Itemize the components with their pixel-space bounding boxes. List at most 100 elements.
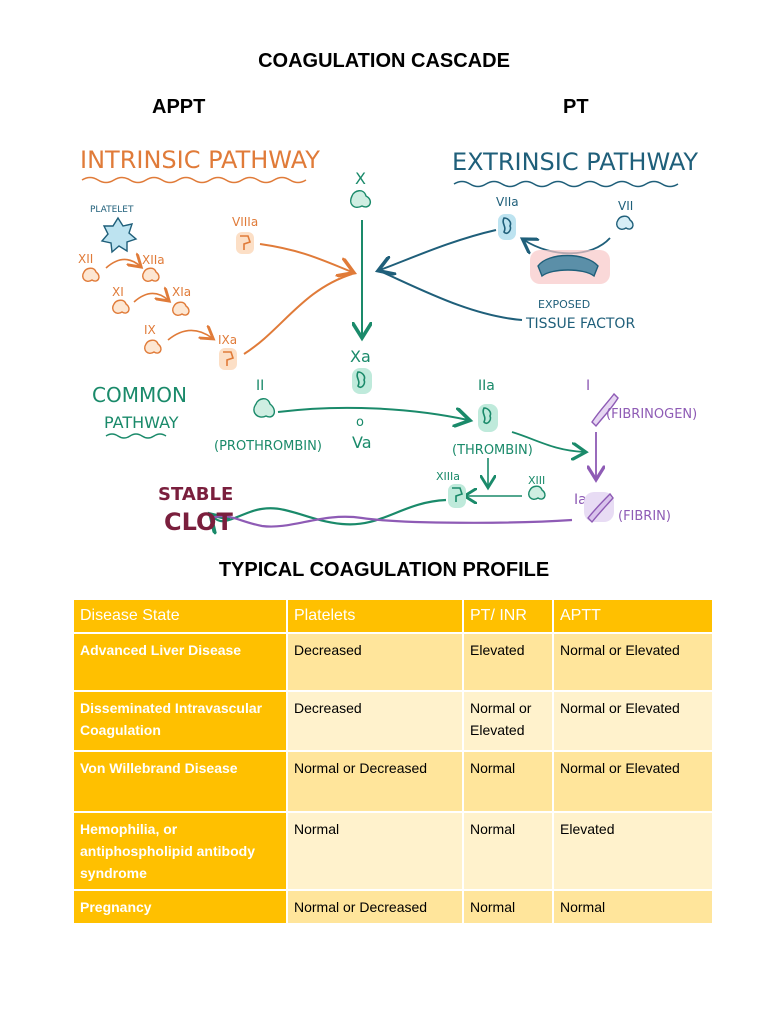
factor-xia-icon	[172, 301, 190, 316]
factor-vii-label: VII	[618, 199, 633, 213]
factor-ii-icon	[253, 398, 276, 418]
factor-xa-icon	[356, 371, 366, 389]
circle-symbol: o	[356, 415, 364, 430]
factor-xiia-label: XIIa	[142, 253, 165, 267]
factor-ix-icon	[144, 339, 162, 354]
factor-ixa-icon	[223, 351, 235, 366]
table-header-row: Disease State Platelets PT/ INR APTT	[72, 598, 714, 634]
factor-vii-icon	[616, 215, 634, 230]
factor-xa-label: Xa	[350, 347, 371, 366]
table-row: Hemophilia, or antiphospholipid antibody…	[72, 811, 714, 891]
factor-ii-label: II	[256, 378, 264, 394]
cell-pt-inr: Normal	[462, 750, 554, 813]
cell-disease: Von Willebrand Disease	[72, 750, 288, 813]
common-title-line1: COMMON	[92, 383, 187, 407]
header-disease-state: Disease State	[72, 598, 288, 634]
header-aptt: APTT	[552, 598, 714, 634]
tissue-factor-icon	[537, 254, 599, 278]
factor-x-label: X	[355, 169, 366, 188]
exposed-label: EXPOSED	[538, 298, 590, 311]
factor-viiia-icon	[240, 235, 252, 250]
cell-disease: Advanced Liver Disease	[72, 632, 288, 692]
cell-aptt: Normal or Elevated	[552, 750, 714, 813]
fibrin-icon	[587, 492, 614, 524]
platelet-label: PLATELET	[90, 205, 134, 215]
cell-aptt: Normal	[552, 889, 714, 925]
viiia-to-x-arrow	[259, 243, 352, 272]
common-title-line2: PATHWAY	[104, 413, 179, 432]
factor-xiii-icon	[528, 485, 546, 500]
factor-iia-label: IIa	[478, 378, 495, 394]
cell-platelets: Decreased	[286, 690, 464, 752]
factor-xiiia-label: XIIIa	[436, 470, 460, 483]
factor-viiia-label: VIIIa	[232, 215, 258, 229]
factor-xii-icon	[82, 267, 100, 282]
factor-xiia-icon	[142, 267, 160, 282]
cell-pt-inr: Elevated	[462, 632, 554, 692]
factor-xiii-label: XIII	[528, 474, 545, 487]
factor-ixa-label: IXa	[218, 333, 237, 347]
intrinsic-pathway-title: INTRINSIC PATHWAY	[80, 146, 320, 174]
ixa-to-x-arrow	[243, 273, 353, 355]
fibrinogen-label: (FIBRINOGEN)	[606, 407, 697, 422]
xi-arrow	[133, 293, 168, 302]
extrinsic-underline	[453, 180, 679, 188]
factor-xii-label: XII	[78, 252, 93, 266]
extrinsic-pathway-title: EXTRINSIC PATHWAY	[452, 148, 698, 176]
ix-arrow	[167, 330, 212, 341]
cell-aptt: Elevated	[552, 811, 714, 891]
table-row: Advanced Liver Disease Decreased Elevate…	[72, 632, 714, 692]
ii-to-iia-arrow	[277, 406, 468, 420]
thrombin-label: (THROMBIN)	[452, 443, 533, 458]
coagulation-cascade-diagram: INTRINSIC PATHWAY EXTRINSIC PATHWAY PLAT…	[78, 146, 698, 536]
cell-platelets: Normal	[286, 811, 464, 891]
intrinsic-underline	[81, 176, 307, 184]
platelet-icon	[100, 216, 138, 254]
cell-platelets: Normal or Decreased	[286, 889, 464, 925]
green-strand	[212, 498, 447, 524]
cell-disease: Pregnancy	[72, 889, 288, 925]
stable-label: STABLE	[158, 484, 233, 505]
tissue-factor-to-x-arrow	[381, 271, 523, 321]
purple-strand	[211, 515, 573, 528]
cell-aptt: Normal or Elevated	[552, 632, 714, 692]
common-underline	[105, 433, 167, 439]
factor-i-label: I	[586, 378, 590, 394]
fibrinogen-icon	[591, 392, 619, 428]
factor-ia-label: Ia	[574, 492, 587, 508]
cell-disease: Disseminated Intravascular Coagulation	[72, 690, 288, 752]
cell-pt-inr: Normal	[462, 889, 554, 925]
table-row: Disseminated Intravascular Coagulation D…	[72, 690, 714, 752]
cell-pt-inr: Normal	[462, 811, 554, 891]
header-pt-inr: PT/ INR	[462, 598, 554, 634]
thrombin-to-fibrinogen-arrow	[511, 431, 584, 452]
prothrombin-label: (PROTHROMBIN)	[214, 439, 322, 454]
factor-xa-glow	[352, 368, 372, 394]
coagulation-profile-table: Disease State Platelets PT/ INR APTT Adv…	[72, 598, 714, 925]
factor-xi-icon	[112, 299, 130, 314]
table-row: Von Willebrand Disease Normal or Decreas…	[72, 750, 714, 813]
factor-viia-icon	[502, 217, 512, 235]
viia-to-x-arrow	[380, 229, 497, 270]
factor-iia-glow	[478, 404, 498, 432]
factor-viia-label: VIIa	[496, 195, 519, 209]
appt-label: APPT	[152, 96, 206, 118]
tissue-factor-label: TISSUE FACTOR	[525, 316, 635, 332]
clot-label: CLOT	[164, 508, 233, 536]
pt-label: PT	[563, 96, 589, 118]
profile-title: TYPICAL COAGULATION PROFILE	[218, 559, 550, 581]
fibrin-label: (FIBRIN)	[618, 509, 671, 524]
cell-platelets: Decreased	[286, 632, 464, 692]
factor-xiiia-icon	[452, 487, 464, 502]
page-title: COAGULATION CASCADE	[258, 50, 510, 72]
header-platelets: Platelets	[286, 598, 464, 634]
table-row: Pregnancy Normal or Decreased Normal Nor…	[72, 889, 714, 925]
factor-xia-label: XIa	[172, 285, 191, 299]
cell-platelets: Normal or Decreased	[286, 750, 464, 813]
factor-xi-label: XI	[112, 285, 124, 299]
cell-pt-inr: Normal or Elevated	[462, 690, 554, 752]
factor-va-label: Va	[352, 433, 372, 452]
factor-iia-icon	[482, 407, 492, 425]
cell-disease: Hemophilia, or antiphospholipid antibody…	[72, 811, 288, 891]
factor-x-icon	[350, 190, 372, 208]
